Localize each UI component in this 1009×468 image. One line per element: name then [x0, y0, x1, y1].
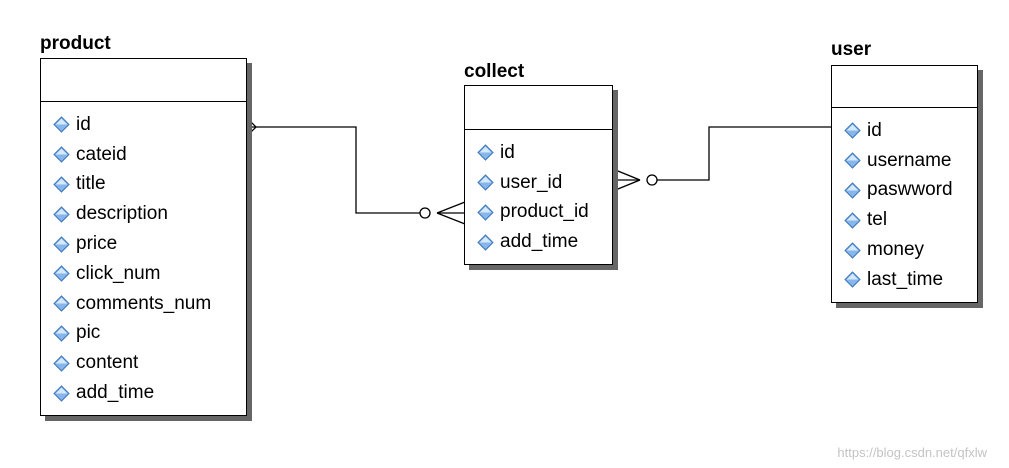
field-name: username — [867, 149, 952, 171]
entity-box: id user_id product_id add_time — [464, 85, 613, 265]
field-row[interactable]: description — [41, 199, 246, 229]
field-name: price — [76, 233, 118, 255]
entity-title: product — [40, 33, 111, 54]
diamond-key-icon — [53, 146, 70, 163]
diamond-key-icon — [53, 384, 70, 402]
field-name: cateid — [76, 143, 127, 165]
diamond-key-icon — [53, 116, 70, 134]
field-name: paswword — [867, 179, 953, 201]
field-name: tel — [867, 209, 888, 231]
diamond-key-icon — [53, 206, 70, 223]
diamond-key-icon — [477, 234, 494, 251]
field-row[interactable]: cateid — [41, 140, 246, 170]
diamond-key-icon — [477, 174, 494, 191]
field-name: add_time — [500, 231, 579, 253]
diamond-key-icon — [53, 295, 70, 312]
diamond-key-icon — [477, 144, 494, 162]
diamond-key-icon — [844, 241, 861, 259]
diamond-key-icon — [53, 325, 70, 342]
field-name: id — [76, 113, 91, 135]
entity-header — [465, 86, 612, 130]
relationship-product-collect — [245, 116, 466, 225]
field-name: add_time — [76, 382, 155, 404]
diamond-key-icon — [844, 212, 861, 229]
field-row[interactable]: comments_num — [41, 289, 246, 319]
field-name: product_id — [500, 201, 589, 223]
field-row[interactable]: pic — [41, 319, 246, 349]
watermark: https://blog.csdn.net/qfxlw — [837, 445, 987, 460]
field-list: id user_id product_id add_time — [465, 130, 612, 257]
diamond-key-icon — [477, 204, 494, 221]
collect-crowfoot-2 — [612, 168, 641, 192]
diamond-key-icon — [844, 152, 861, 169]
field-name: comments_num — [76, 292, 212, 314]
field-name: pic — [76, 322, 101, 344]
field-row[interactable]: money — [832, 235, 977, 265]
diamond-key-icon — [844, 182, 861, 199]
product-end-tick — [245, 116, 257, 128]
field-name: money — [867, 239, 925, 261]
field-row[interactable]: last_time — [832, 265, 977, 295]
field-name: id — [500, 141, 515, 163]
field-name: user_id — [500, 171, 563, 193]
field-name: last_time — [867, 268, 944, 290]
field-row[interactable]: user_id — [465, 168, 612, 198]
field-row[interactable]: product_id — [465, 198, 612, 228]
field-name: description — [76, 203, 168, 225]
diamond-key-icon — [53, 265, 70, 283]
field-row[interactable]: price — [41, 229, 246, 259]
collect-optional-circle — [419, 207, 431, 219]
collect-optional-circle-2 — [646, 174, 658, 186]
field-row[interactable]: click_num — [41, 259, 246, 289]
diamond-key-icon — [844, 122, 861, 140]
field-name: id — [867, 119, 882, 141]
diamond-key-icon — [53, 235, 70, 253]
field-row[interactable]: add_time — [41, 378, 246, 408]
entity-title: user — [831, 39, 872, 60]
field-row[interactable]: tel — [832, 205, 977, 235]
field-row[interactable]: id — [465, 138, 612, 168]
field-row[interactable]: paswword — [832, 176, 977, 206]
field-name: content — [76, 352, 139, 374]
field-row[interactable]: add_time — [465, 227, 612, 257]
diamond-key-icon — [53, 355, 70, 372]
collect-crowfoot — [436, 201, 466, 225]
entity-header — [41, 59, 246, 102]
entity-header — [832, 66, 977, 108]
field-row[interactable]: id — [832, 116, 977, 146]
entity-box: id username paswword tel money last_time — [831, 65, 978, 303]
field-name: click_num — [76, 262, 161, 284]
field-row[interactable]: title — [41, 170, 246, 200]
diamond-key-icon — [53, 176, 70, 193]
field-row[interactable]: id — [41, 110, 246, 140]
field-row[interactable]: content — [41, 348, 246, 378]
entity-title: collect — [464, 61, 525, 82]
diamond-key-icon — [844, 271, 861, 289]
field-row[interactable]: username — [832, 146, 977, 176]
field-list: id username paswword tel money last_time — [832, 108, 977, 295]
field-name: title — [76, 173, 106, 195]
relationship-user-collect — [612, 126, 833, 192]
